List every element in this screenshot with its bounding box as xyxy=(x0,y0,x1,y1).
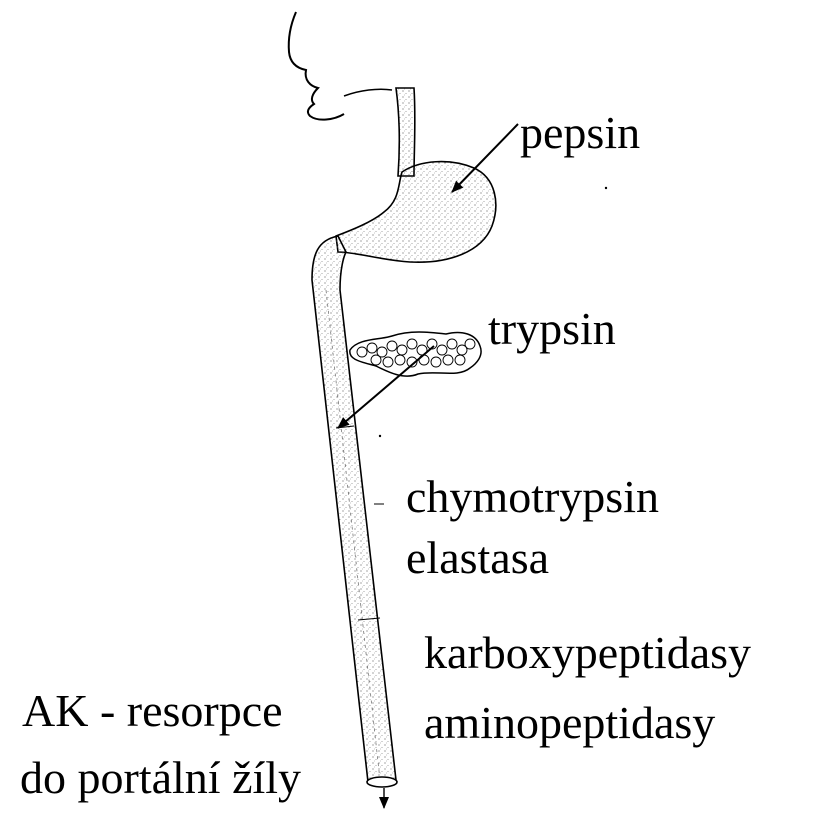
elastasa-label: elastasa xyxy=(406,535,549,581)
speck xyxy=(379,435,381,437)
speck xyxy=(605,187,607,189)
pancreas xyxy=(350,332,481,376)
ak-resorpce-label: AK - resorpce xyxy=(22,688,283,734)
portal-vein-label: do portální žíly xyxy=(20,755,301,801)
tube-end xyxy=(367,777,397,787)
intestine-tube xyxy=(312,236,396,782)
karboxypeptidasy-label: karboxypeptidasy xyxy=(424,630,751,676)
esophagus xyxy=(396,88,415,176)
pepsin-label: pepsin xyxy=(520,110,640,156)
throat-line xyxy=(344,89,392,96)
trypsin-label: trypsin xyxy=(488,306,616,352)
aminopeptidasy-label: aminopeptidasy xyxy=(424,700,715,746)
stomach xyxy=(336,162,496,263)
head-profile xyxy=(289,12,344,120)
chymotrypsin-label: chymotrypsin xyxy=(406,474,659,520)
